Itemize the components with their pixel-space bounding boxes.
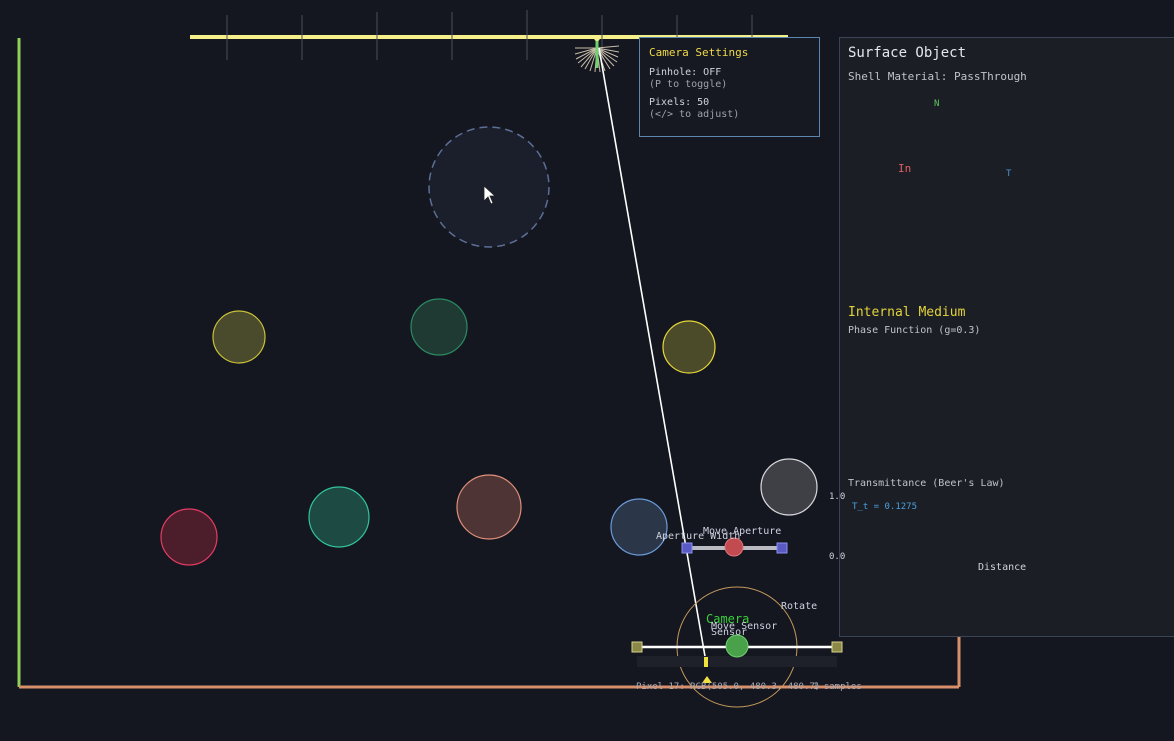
pixel-rgb-readout: Pixel 17: RGB(505.0, 480.3, 480.7): [636, 682, 821, 692]
camera-settings-panel: Camera Settings Pinhole: OFF (P to toggl…: [639, 37, 820, 137]
normal-label: N: [934, 99, 940, 109]
transmitted-label: T: [1006, 169, 1012, 179]
transmittance-readout: T_t = 0.1275: [852, 502, 918, 512]
phase-function-label: Phase Function (g=0.3): [848, 325, 981, 336]
sphere-red[interactable]: [160, 508, 218, 566]
internal-medium-title: Internal Medium: [848, 305, 966, 320]
sphere-blue[interactable]: [610, 498, 668, 556]
samples-count: 1 samples: [813, 682, 862, 692]
sensor-track: [637, 656, 837, 667]
pixel-pointer-icon: [702, 676, 712, 683]
camera-settings-title: Camera Settings: [649, 46, 749, 59]
incident-label: In: [898, 162, 912, 175]
y-axis-max: 1.0: [829, 492, 846, 502]
move-aperture-label: Move Aperture: [703, 526, 782, 537]
rotate-label: Rotate: [781, 601, 818, 612]
sphere-dark-green[interactable]: [410, 298, 468, 356]
sphere-teal[interactable]: [308, 486, 370, 548]
pinhole-status: Pinhole: OFF: [649, 67, 722, 78]
inspector-panel: [839, 37, 1174, 637]
aperture-slider[interactable]: [681, 537, 788, 557]
pixels-value: Pixels: 50: [649, 97, 710, 108]
light-fan-icon[interactable]: [574, 35, 620, 73]
sensor-right-handle[interactable]: [831, 641, 843, 653]
sensor-left-handle[interactable]: [631, 641, 643, 653]
pixel-marker: [704, 657, 708, 667]
camera-label: Camera: [706, 612, 750, 626]
distance-axis-label: Distance: [978, 562, 1027, 573]
selected-surface-object[interactable]: [428, 126, 550, 248]
pixels-hint: (</> to adjust): [649, 109, 740, 120]
sensor-label: Sensor: [711, 627, 748, 638]
arrow-cursor-icon: [483, 185, 497, 205]
surface-object-title: Surface Object: [848, 45, 967, 61]
light-ray: [598, 47, 707, 663]
transmittance-title: Transmittance (Beer's Law): [848, 478, 1005, 489]
shell-material-label: Shell Material: PassThrough: [848, 70, 1027, 83]
y-axis-min: 0.0: [829, 552, 846, 562]
aperture-width-label: Aperture Width: [656, 531, 741, 542]
sphere-grey[interactable]: [760, 458, 818, 516]
pinhole-hint: (P to toggle): [649, 79, 728, 90]
sphere-salmon[interactable]: [456, 474, 522, 540]
move-sensor-label: Move Sensor: [711, 621, 778, 632]
move-sensor-handle[interactable]: [725, 634, 749, 658]
sphere-olive[interactable]: [212, 310, 266, 364]
sphere-yellow[interactable]: [662, 320, 716, 374]
